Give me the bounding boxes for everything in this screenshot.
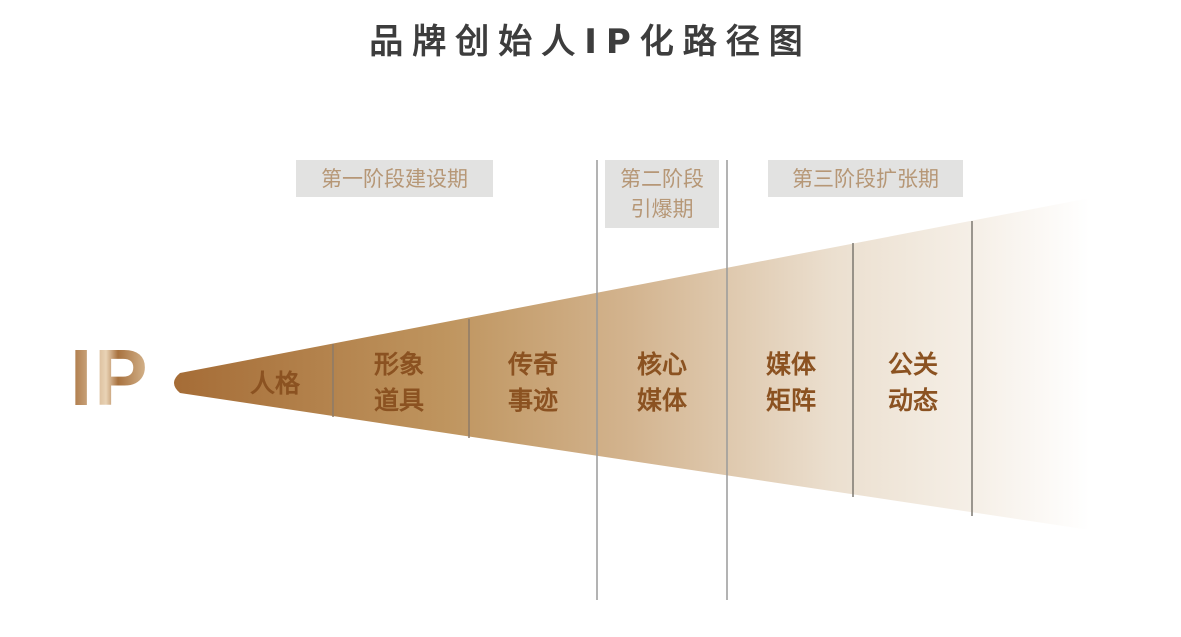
phase-2-line1: 第二阶段 [620,167,704,191]
segment-line: 核心 [636,350,687,379]
segment-line: 矩阵 [765,386,816,415]
segment-image-props: 形象 道具 [344,347,454,419]
segment-line: 媒体 [765,350,816,379]
phase-2-label: 第二阶段 引爆期 [605,160,719,228]
segment-line: 媒体 [636,386,687,415]
segment-line: 道具 [373,386,424,415]
segment-pr-dynamics: 公关 动态 [858,347,968,419]
segment-line: 传奇 [507,350,558,379]
phase-3-label: 第三阶段扩张期 [768,160,963,197]
phase-1-label: 第一阶段建设期 [296,160,493,197]
segment-line: 形象 [373,350,424,379]
segment-line: 公关 [887,350,938,379]
phase-2-line2: 引爆期 [630,197,694,221]
segment-core-media: 核心 媒体 [607,347,717,419]
segment-media-matrix: 媒体 矩阵 [736,347,846,419]
ip-logo: IP [70,333,150,422]
page-title: 品牌创始人IP化路径图 [369,22,812,62]
segment-line: 动态 [887,386,938,415]
segment-line: 事迹 [507,386,558,415]
segment-legend-story: 传奇 事迹 [478,347,588,419]
segment-personality: 人格 [249,369,300,398]
funnel-shape [174,198,1090,530]
